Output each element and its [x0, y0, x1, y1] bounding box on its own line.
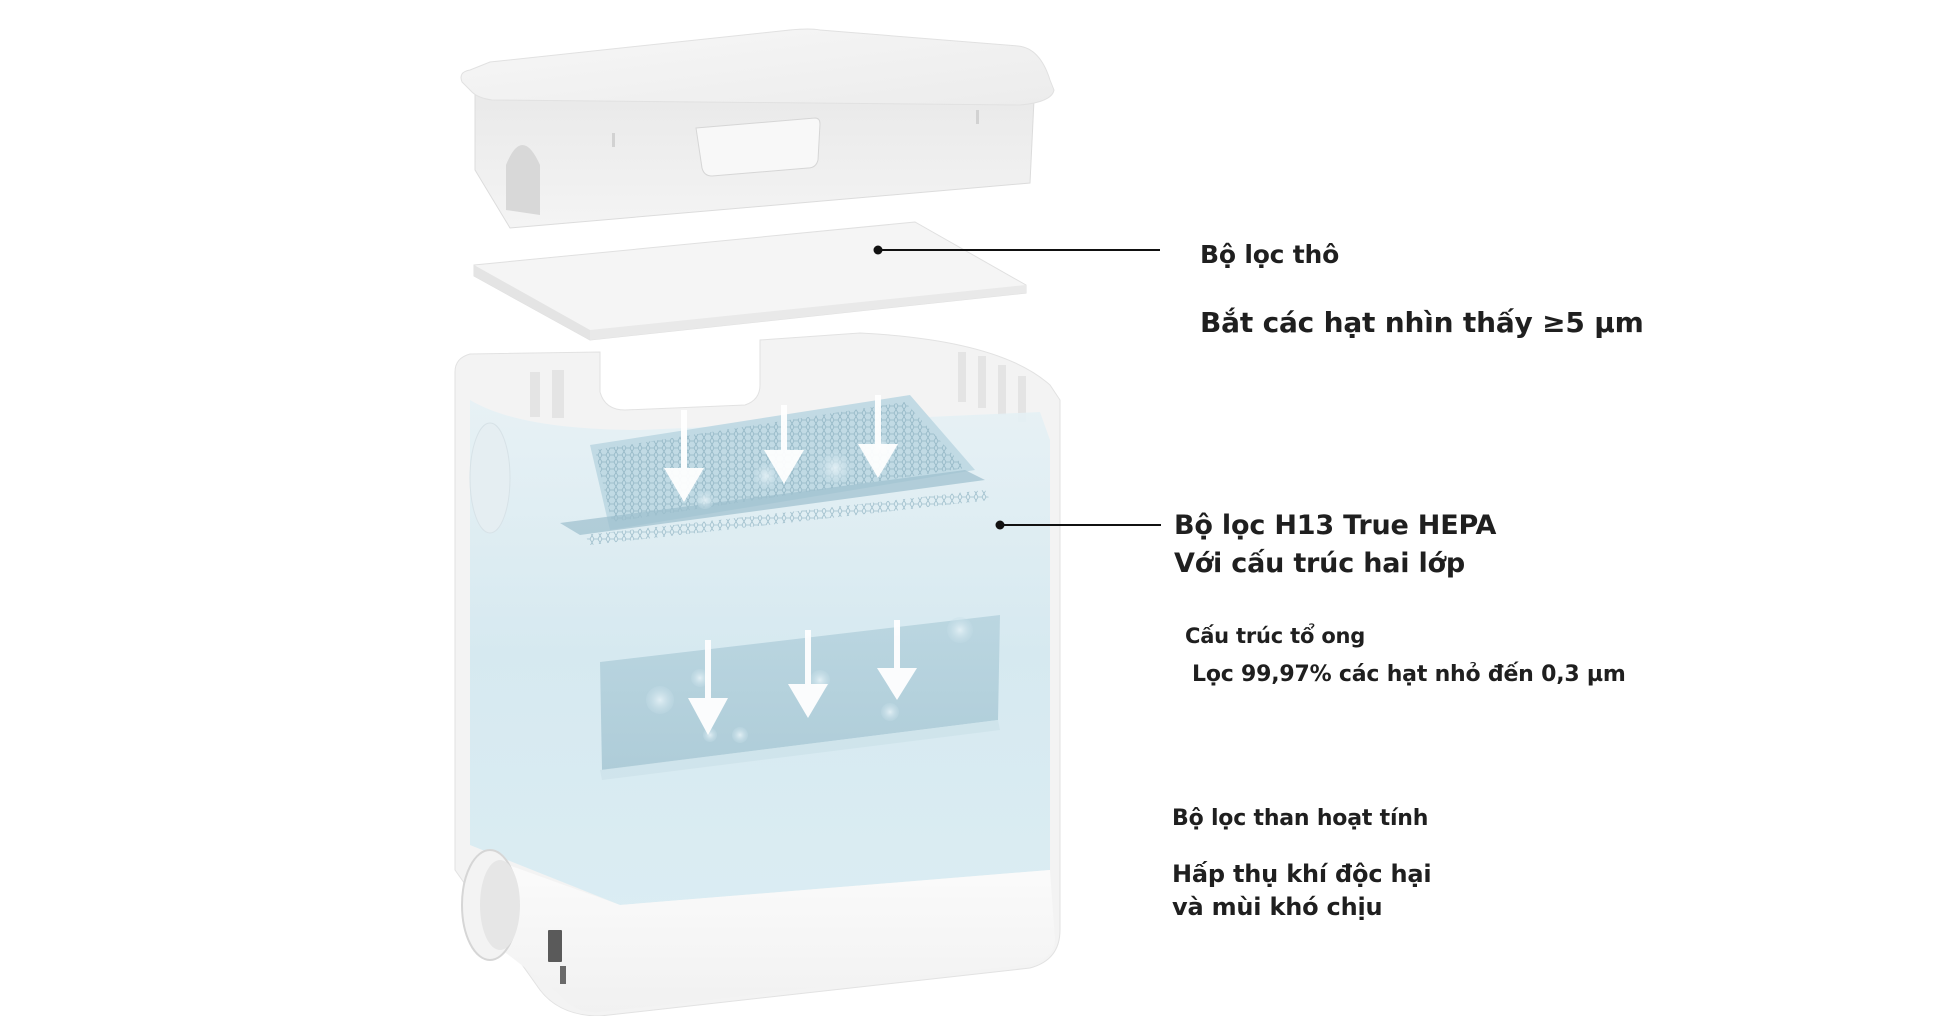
- carbon-filter-description-line1: Hấp thụ khí độc hại: [1172, 860, 1432, 888]
- airflow-arrows: [664, 395, 917, 735]
- hepa-filter-subtitle: Với cấu trúc hai lớp: [1174, 548, 1466, 579]
- coarse-filter-title: Bộ lọc thô: [1200, 240, 1340, 269]
- base-housing: [461, 849, 1055, 1013]
- callout-pointers: [873, 245, 1161, 530]
- carbon-filter-description-line2: và mùi khó chịu: [1172, 893, 1383, 921]
- honeycomb-title: Cấu trúc tổ ong: [1185, 624, 1366, 648]
- top-cover: [460, 28, 1055, 229]
- power-switch-icon: [548, 930, 562, 962]
- hepa-filter-title: Bộ lọc H13 True HEPA: [1174, 510, 1497, 541]
- honeycomb-description: Lọc 99,97% các hạt nhỏ đến 0,3 µm: [1192, 662, 1626, 687]
- pre-filter-sheet: [473, 221, 1027, 341]
- carbon-filter-title: Bộ lọc than hoạt tính: [1172, 806, 1429, 831]
- coarse-filter-description: Bắt các hạt nhìn thấy ≥5 µm: [1200, 306, 1644, 339]
